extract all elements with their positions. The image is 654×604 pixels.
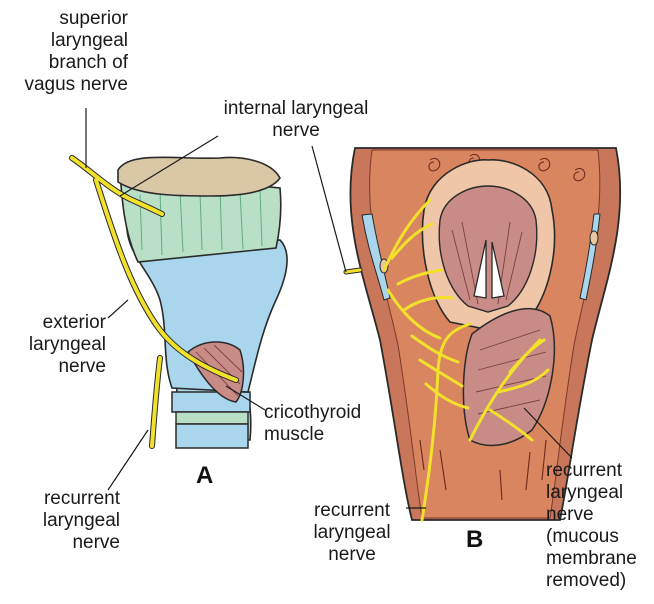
label-recurrent-b-right: recurrent laryngeal nerve (mucous membra… <box>546 460 637 592</box>
label-line: superior <box>4 8 128 30</box>
label-line: nerve <box>546 504 637 526</box>
label-line: nerve <box>16 532 120 554</box>
label-line: cricothyroid <box>264 402 361 424</box>
leader-internal-b <box>312 146 346 272</box>
label-line: laryngeal <box>16 510 120 532</box>
label-internal-laryngeal: internal laryngeal nerve <box>196 98 396 142</box>
label-line: recurrent <box>546 460 637 482</box>
label-line: laryngeal <box>4 30 128 52</box>
label-line: (mucous <box>546 526 637 548</box>
hyoid-top <box>118 157 280 196</box>
label-line: internal laryngeal <box>196 98 396 120</box>
right-wall-tubercle <box>590 231 598 245</box>
trachea-ring-3 <box>176 424 248 448</box>
label-exterior-laryngeal: exterior laryngeal nerve <box>10 312 106 378</box>
label-line: nerve <box>196 120 396 142</box>
trachea-ring-2 <box>176 412 248 424</box>
label-line: laryngeal <box>302 522 402 544</box>
label-line: removed) <box>546 570 637 592</box>
label-line: vagus nerve <box>4 74 128 96</box>
leader-exterior <box>108 300 128 318</box>
label-recurrent-b-left: recurrent laryngeal nerve <box>302 500 402 566</box>
label-line: laryngeal <box>10 334 106 356</box>
label-line: muscle <box>264 424 361 446</box>
label-line: recurrent <box>302 500 402 522</box>
leader-recurrent-a <box>108 430 148 490</box>
label-line: membrane <box>546 548 637 570</box>
label-line: nerve <box>10 356 106 378</box>
label-cricothyroid: cricothyroid muscle <box>264 402 361 446</box>
label-line: exterior <box>10 312 106 334</box>
panel-label-a: A <box>196 462 213 490</box>
label-recurrent-a: recurrent laryngeal nerve <box>16 488 120 554</box>
label-line: nerve <box>302 544 402 566</box>
label-line: laryngeal <box>546 482 637 504</box>
label-superior-laryngeal: superior laryngeal branch of vagus nerve <box>4 8 128 96</box>
label-line: branch of <box>4 52 128 74</box>
label-line: recurrent <box>16 488 120 510</box>
panel-label-b: B <box>466 526 483 554</box>
